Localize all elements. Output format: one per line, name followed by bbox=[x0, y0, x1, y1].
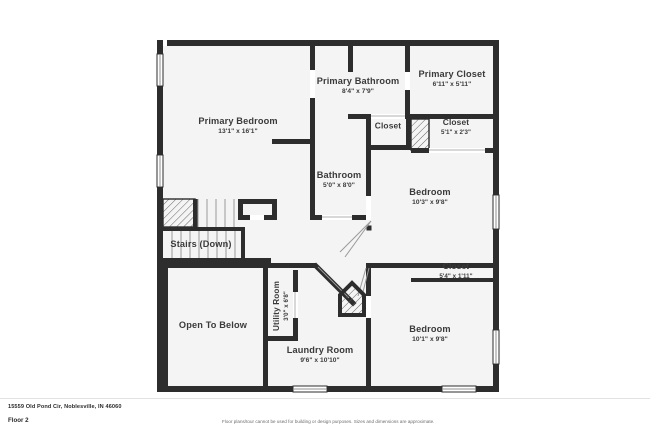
footer-bar: 15559 Old Pond Cir, Noblesville, IN 4606… bbox=[0, 398, 650, 435]
interior-wall bbox=[163, 263, 268, 268]
interior-wall bbox=[268, 263, 316, 268]
exterior-wall-bottom bbox=[157, 386, 499, 392]
window-opening bbox=[163, 40, 167, 46]
interior-wall bbox=[406, 119, 411, 149]
interior-wall bbox=[238, 215, 250, 220]
exterior-wall-top bbox=[157, 40, 499, 46]
interior-walls bbox=[162, 42, 496, 386]
interior-wall bbox=[193, 199, 198, 229]
interior-wall bbox=[411, 263, 416, 268]
interior-wall bbox=[410, 114, 496, 119]
interior-wall bbox=[366, 119, 371, 149]
doors-group bbox=[250, 70, 485, 318]
interior-wall bbox=[263, 263, 268, 386]
hall-opening-line bbox=[361, 267, 370, 297]
interior-wall bbox=[238, 199, 277, 204]
interior-wall bbox=[241, 258, 271, 263]
closet-hatch-pentagon bbox=[338, 280, 366, 317]
stair-treads-upper bbox=[197, 199, 235, 227]
closet-hatch-block bbox=[162, 198, 196, 228]
interior-wall bbox=[366, 145, 411, 150]
interior-wall bbox=[310, 98, 315, 140]
interior-wall bbox=[293, 318, 298, 340]
interior-wall bbox=[411, 278, 496, 282]
stair-treads bbox=[171, 231, 236, 258]
door-opening bbox=[366, 196, 371, 220]
interior-wall bbox=[405, 42, 410, 72]
interior-wall bbox=[293, 270, 298, 292]
interior-wall bbox=[163, 263, 168, 386]
interior-wall bbox=[238, 199, 243, 220]
interior-wall bbox=[264, 215, 277, 220]
door-opening bbox=[405, 72, 410, 90]
interior-wall bbox=[310, 139, 315, 220]
door-opening bbox=[366, 296, 371, 318]
interior-wall bbox=[310, 215, 322, 220]
interior-wall bbox=[348, 42, 353, 72]
interior-wall bbox=[405, 90, 410, 118]
door-opening bbox=[250, 215, 264, 220]
property-address: 15559 Old Pond Cir, Noblesville, IN 4606… bbox=[8, 404, 122, 410]
interior-wall bbox=[241, 227, 245, 261]
interior-wall bbox=[366, 268, 371, 386]
interior-wall bbox=[272, 139, 315, 144]
exterior-wall-left bbox=[157, 40, 163, 392]
door-opening bbox=[310, 70, 315, 98]
closet-hatch-block bbox=[410, 118, 430, 151]
interior-wall bbox=[310, 42, 315, 70]
hall-pentagon-closet bbox=[338, 280, 366, 317]
interior-wall bbox=[163, 227, 245, 231]
interior-wall bbox=[352, 215, 371, 220]
hall-opening-line bbox=[344, 220, 372, 258]
hall-opening-line bbox=[339, 220, 372, 253]
disclaimer-text: Floor plans/tour cannot be used for buil… bbox=[222, 419, 435, 424]
interior-wall bbox=[268, 336, 298, 341]
interior-wall bbox=[272, 199, 277, 220]
interior-wall bbox=[163, 258, 245, 263]
floor-label: Floor 2 bbox=[8, 417, 29, 424]
windows-group bbox=[156, 40, 500, 393]
interior-wall bbox=[366, 148, 371, 220]
interior-wall bbox=[366, 263, 496, 268]
